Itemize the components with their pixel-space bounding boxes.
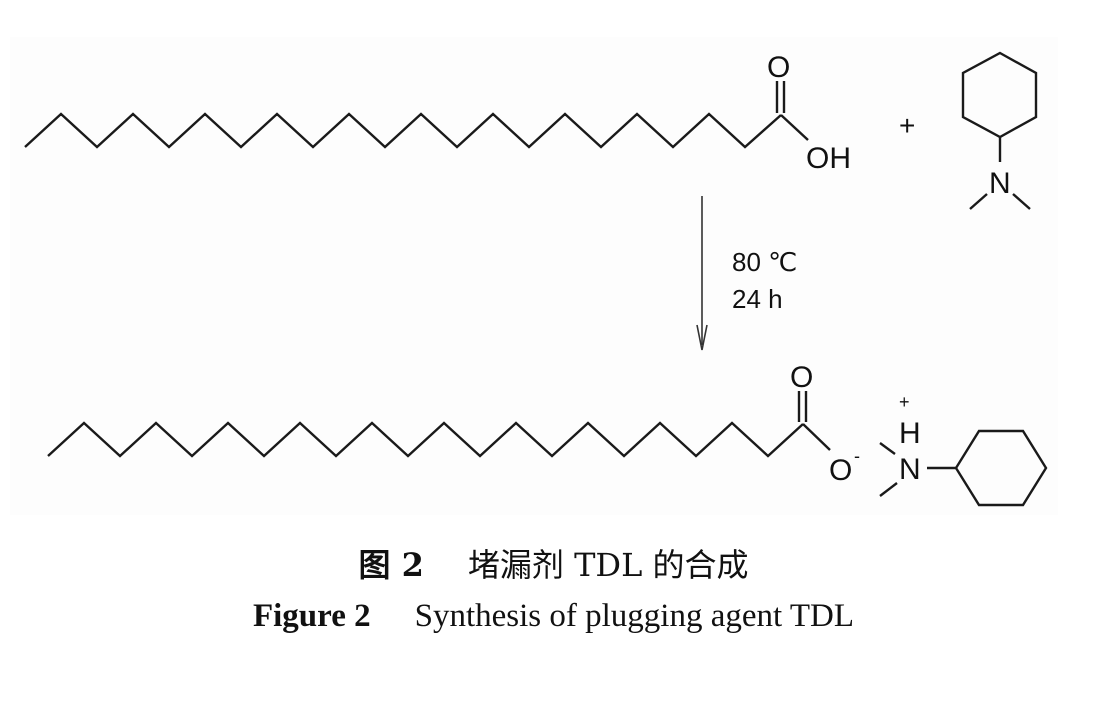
figure-label-en: Figure 2 xyxy=(252,598,371,634)
hydroxyl-bond xyxy=(780,114,809,141)
methyl-bond-lower xyxy=(879,482,898,497)
figure-caption-english: Figure 2 Synthesis of plugging agent TDL xyxy=(0,598,1107,635)
reactant-fatty-acid: O OH xyxy=(24,51,851,175)
reaction-arrow xyxy=(696,196,708,351)
figure-caption-chinese: 图 2 堵漏剂 TDL 的合成 xyxy=(0,540,1107,586)
atom-ammonium-nitrogen: N xyxy=(899,453,921,486)
atom-ammonium-hydrogen: H xyxy=(899,417,921,450)
condition-time: 24 h xyxy=(732,284,783,314)
scheme-panel xyxy=(10,37,1058,515)
atom-carbonyl-oxygen: O xyxy=(790,361,813,394)
methyl-bond-right xyxy=(1012,193,1031,210)
arrow-head-icon xyxy=(696,324,708,351)
cation-charge: + xyxy=(899,392,910,412)
plus-sign: + xyxy=(899,110,915,141)
cyclohexane-ring-bottom xyxy=(954,429,1048,507)
atom-carboxylate-oxygen: O xyxy=(829,454,852,487)
reactant-amine: N xyxy=(961,51,1038,210)
anion-charge: - xyxy=(854,446,860,466)
atom-nitrogen: N xyxy=(989,167,1011,200)
cyclohexane-ring-top xyxy=(961,51,1038,139)
product-carboxylate: O O - xyxy=(47,361,860,487)
alkyl-chain-bottom xyxy=(47,421,804,458)
atom-hydroxyl: OH xyxy=(806,142,851,175)
product-ammonium: + H N xyxy=(879,392,1048,507)
alkyl-chain-top xyxy=(24,112,782,149)
figure-label-cn: 图 2 xyxy=(358,546,424,584)
methyl-bond-upper xyxy=(879,442,896,455)
figure-title-cn: 堵漏剂 TDL 的合成 xyxy=(467,546,749,584)
figure-title-en: Synthesis of plugging agent TDL xyxy=(414,598,854,634)
condition-temperature: 80 ℃ xyxy=(732,247,797,277)
carboxylate-bond xyxy=(802,423,831,451)
atom-carbonyl-oxygen: O xyxy=(767,51,790,84)
methyl-bond-left xyxy=(969,193,988,210)
